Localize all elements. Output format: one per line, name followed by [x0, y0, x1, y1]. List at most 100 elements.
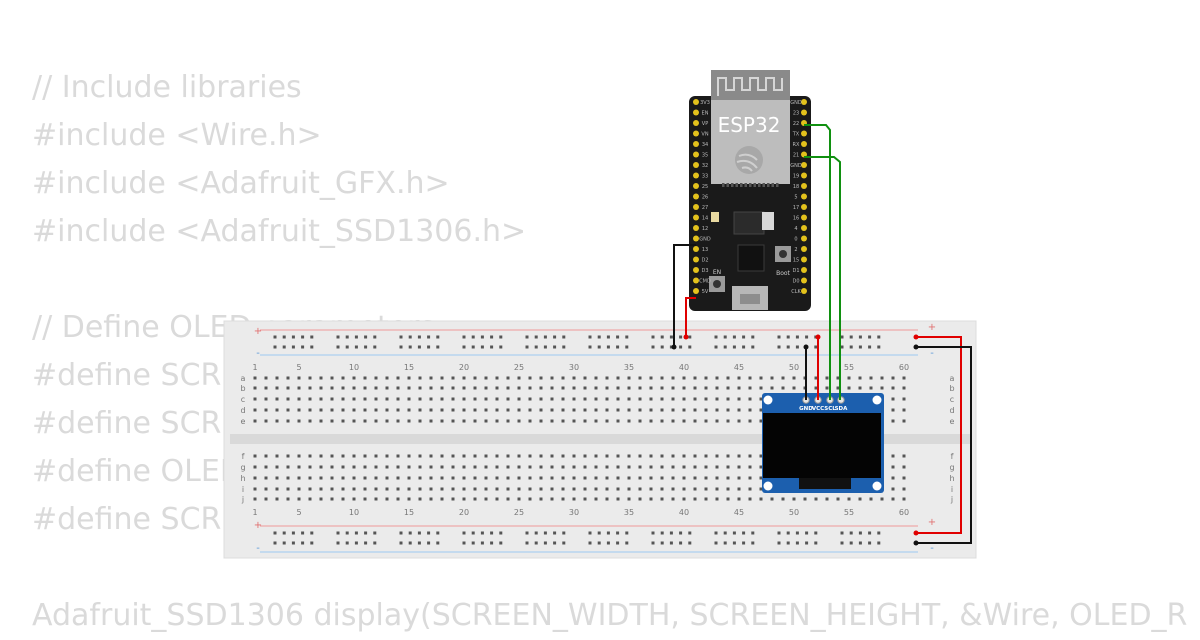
rail-hole: [840, 541, 844, 545]
grid-hole: [341, 397, 345, 401]
grid-hole: [770, 497, 774, 501]
rail-hole: [714, 345, 718, 349]
grid-hole: [495, 386, 499, 390]
rail-hole: [732, 541, 736, 545]
rail-hole: [310, 541, 314, 545]
row-letter: h: [949, 474, 954, 483]
rail-hole: [543, 345, 547, 349]
grid-hole: [451, 376, 455, 380]
grid-hole: [627, 376, 631, 380]
grid-hole: [539, 408, 543, 412]
grid-hole: [638, 397, 642, 401]
wire-end: [671, 344, 677, 350]
usb-uart-chip: [733, 211, 765, 235]
grid-hole: [429, 408, 433, 412]
column-number: 50: [789, 508, 799, 517]
wires: [671, 124, 972, 546]
grid-hole: [638, 376, 642, 380]
rail-hole: [291, 531, 295, 535]
grid-hole: [429, 465, 433, 469]
grid-hole: [297, 386, 301, 390]
rail-hole: [651, 531, 655, 535]
grid-hole: [418, 497, 422, 501]
grid-hole: [473, 419, 477, 423]
pin-label: 19: [793, 174, 799, 180]
grid-hole: [748, 487, 752, 491]
module-pad: [726, 183, 729, 187]
header-pin: [693, 141, 699, 147]
grid-hole: [572, 397, 576, 401]
grid-hole: [352, 465, 356, 469]
grid-hole: [748, 497, 752, 501]
pin-label: 22: [793, 121, 799, 127]
grid-hole: [649, 454, 653, 458]
rail-hole: [471, 345, 475, 349]
pin-label: GND: [699, 237, 711, 243]
rail-hole: [814, 541, 818, 545]
rail-hole: [310, 345, 314, 349]
grid-hole: [297, 497, 301, 501]
grid-hole: [374, 386, 378, 390]
rail-hole: [354, 541, 358, 545]
grid-hole: [385, 408, 389, 412]
rail-hole: [462, 541, 466, 545]
grid-hole: [583, 454, 587, 458]
rail-hole: [462, 531, 466, 535]
boot-label: Boot: [776, 270, 790, 277]
grid-hole: [429, 376, 433, 380]
rail-hole: [814, 345, 818, 349]
rail-hole: [742, 531, 746, 535]
pin-label: CLK: [791, 289, 801, 295]
column-number: 5: [296, 363, 301, 372]
column-number: 35: [624, 363, 634, 372]
rail-hole: [480, 531, 484, 535]
rail-hole: [732, 345, 736, 349]
grid-hole: [682, 487, 686, 491]
header-pin: [693, 99, 699, 105]
oled-pin-label: GND: [799, 406, 813, 412]
module-pad: [740, 183, 743, 187]
grid-hole: [330, 476, 334, 480]
ribbon-connector: [799, 478, 851, 489]
grid-hole: [407, 476, 411, 480]
rail-hole: [534, 345, 538, 349]
grid-hole: [550, 408, 554, 412]
pin-label: GND: [790, 100, 802, 106]
grid-hole: [682, 397, 686, 401]
grid-hole: [330, 408, 334, 412]
grid-hole: [495, 376, 499, 380]
grid-hole: [880, 386, 884, 390]
header-pin: [801, 183, 807, 189]
row-letter: e: [241, 417, 246, 426]
grid-hole: [803, 497, 807, 501]
rail-hole: [723, 541, 727, 545]
grid-hole: [473, 408, 477, 412]
rail-hole: [282, 335, 286, 339]
grid-hole: [891, 497, 895, 501]
grid-hole: [539, 465, 543, 469]
grid-hole: [825, 376, 829, 380]
grid-hole: [506, 419, 510, 423]
grid-hole: [583, 408, 587, 412]
grid-hole: [264, 408, 268, 412]
grid-hole: [770, 376, 774, 380]
grid-hole: [286, 397, 290, 401]
grid-hole: [627, 386, 631, 390]
grid-hole: [418, 397, 422, 401]
grid-hole: [297, 487, 301, 491]
grid-hole: [583, 376, 587, 380]
rail-hole: [616, 335, 620, 339]
grid-hole: [308, 465, 312, 469]
grid-hole: [308, 454, 312, 458]
rail-hole: [462, 335, 466, 339]
grid-hole: [572, 497, 576, 501]
row-letter: f: [242, 452, 245, 461]
grid-hole: [605, 465, 609, 469]
pin-label: D1: [792, 268, 799, 274]
rail-hole: [651, 335, 655, 339]
header-pin: [801, 141, 807, 147]
grid-hole: [506, 386, 510, 390]
row-letter: h: [240, 474, 245, 483]
grid-hole: [341, 376, 345, 380]
grid-hole: [319, 454, 323, 458]
